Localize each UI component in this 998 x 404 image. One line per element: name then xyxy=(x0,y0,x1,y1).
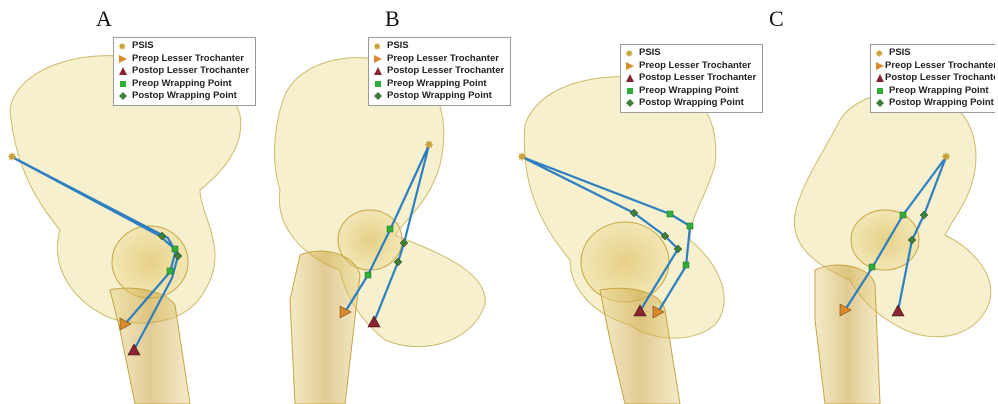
legend-label: Preop Wrapping Point xyxy=(639,85,739,98)
legend-item-postop-lt: Postop Lesser Trochanter xyxy=(625,72,756,85)
svg-text:✸: ✸ xyxy=(625,49,633,58)
panel-c2-bones xyxy=(794,91,990,404)
square-icon xyxy=(118,78,132,90)
square-icon xyxy=(373,78,387,90)
legend-item-preop-wp: Preop Wrapping Point xyxy=(373,78,504,91)
legend-label: PSIS xyxy=(387,40,409,53)
legend-label: Preop Wrapping Point xyxy=(132,78,232,91)
legend-panel-c1: ✸ PSIS Preop Lesser Trochanter Postop Le… xyxy=(620,44,763,113)
square-icon xyxy=(875,85,889,97)
triangle-up-icon xyxy=(373,65,387,77)
legend-item-preop-wp: Preop Wrapping Point xyxy=(118,78,249,91)
triangle-up-icon xyxy=(875,72,885,84)
legend-label: Postop Lesser Trochanter xyxy=(132,65,249,78)
legend-label: Preop Lesser Trochanter xyxy=(387,53,499,66)
legend-label: Postop Lesser Trochanter xyxy=(387,65,504,78)
legend-label: Preop Lesser Trochanter xyxy=(639,60,751,73)
diamond-icon xyxy=(625,97,639,109)
svg-text:✸: ✸ xyxy=(373,42,381,51)
legend-item-postop-wp: Postop Wrapping Point xyxy=(373,90,504,103)
legend-label: Postop Wrapping Point xyxy=(132,90,237,103)
panel-a-bones xyxy=(10,56,241,404)
panel-b-femur xyxy=(290,251,360,404)
legend-item-psis: ✸ PSIS xyxy=(875,47,995,60)
legend-label: PSIS xyxy=(889,47,911,60)
panel-b-psis-marker: ✸ xyxy=(424,138,434,152)
legend-item-postop-wp: Postop Wrapping Point xyxy=(118,90,249,103)
legend-label: PSIS xyxy=(639,47,661,60)
star-icon: ✸ xyxy=(373,40,387,52)
triangle-right-icon xyxy=(118,53,132,65)
diamond-icon xyxy=(875,97,889,109)
legend-panel-c2: ✸ PSIS Preop Lesser Trochanter Postop Le… xyxy=(870,44,995,113)
legend-label: Preop Lesser Trochanter xyxy=(885,60,995,73)
star-icon: ✸ xyxy=(875,47,889,59)
legend-item-psis: ✸ PSIS xyxy=(625,47,756,60)
legend-item-preop-lt: Preop Lesser Trochanter xyxy=(373,53,504,66)
legend-item-psis: ✸ PSIS xyxy=(373,40,504,53)
triangle-up-icon xyxy=(118,65,132,77)
panel-a-psis-marker: ✸ xyxy=(7,150,17,164)
legend-label: Preop Wrapping Point xyxy=(889,85,989,98)
legend-item-preop-lt: Preop Lesser Trochanter xyxy=(625,60,756,73)
legend-label: Postop Lesser Trochanter xyxy=(639,72,756,85)
legend-item-postop-wp: Postop Wrapping Point xyxy=(875,97,995,110)
legend-label: Postop Wrapping Point xyxy=(639,97,744,110)
legend-item-psis: ✸ PSIS xyxy=(118,40,249,53)
panel-c2-psis-marker: ✸ xyxy=(941,150,951,164)
panel-c1-psis-marker: ✸ xyxy=(517,150,527,164)
svg-text:✸: ✸ xyxy=(118,42,126,51)
legend-label: Preop Wrapping Point xyxy=(387,78,487,91)
legend-item-preop-wp: Preop Wrapping Point xyxy=(625,85,756,98)
triangle-right-icon xyxy=(875,60,885,72)
legend-item-preop-wp: Preop Wrapping Point xyxy=(875,85,995,98)
star-icon: ✸ xyxy=(118,40,132,52)
square-icon xyxy=(625,85,639,97)
legend-item-postop-lt: Postop Lesser Trochanter xyxy=(373,65,504,78)
legend-item-preop-lt: Preop Lesser Trochanter xyxy=(875,60,995,73)
legend-label: Preop Lesser Trochanter xyxy=(132,53,244,66)
legend-panel-b: ✸ PSIS Preop Lesser Trochanter Postop Le… xyxy=(368,37,511,106)
diamond-icon xyxy=(373,90,387,102)
panel-c1-bones xyxy=(524,76,724,404)
legend-label: Postop Wrapping Point xyxy=(387,90,492,103)
star-icon: ✸ xyxy=(625,47,639,59)
legend-panel-a: ✸ PSIS Preop Lesser Trochanter Postop Le… xyxy=(113,37,256,106)
legend-label: Postop Lesser Trochanter xyxy=(885,72,995,85)
legend-item-preop-lt: Preop Lesser Trochanter xyxy=(118,53,249,66)
panel-b-bones xyxy=(275,58,486,404)
legend-item-postop-wp: Postop Wrapping Point xyxy=(625,97,756,110)
legend-label: Postop Wrapping Point xyxy=(889,97,994,110)
triangle-right-icon xyxy=(625,60,639,72)
triangle-right-icon xyxy=(373,53,387,65)
triangle-up-icon xyxy=(625,72,639,84)
panel-label-a: A xyxy=(96,6,112,32)
panel-label-c: C xyxy=(769,6,784,32)
legend-item-postop-lt: Postop Lesser Trochanter xyxy=(118,65,249,78)
legend-label: PSIS xyxy=(132,40,154,53)
panel-c2-femur xyxy=(815,265,880,404)
panel-label-b: B xyxy=(385,6,400,32)
svg-text:✸: ✸ xyxy=(875,49,883,58)
legend-item-postop-lt: Postop Lesser Trochanter xyxy=(875,72,995,85)
diamond-icon xyxy=(118,90,132,102)
